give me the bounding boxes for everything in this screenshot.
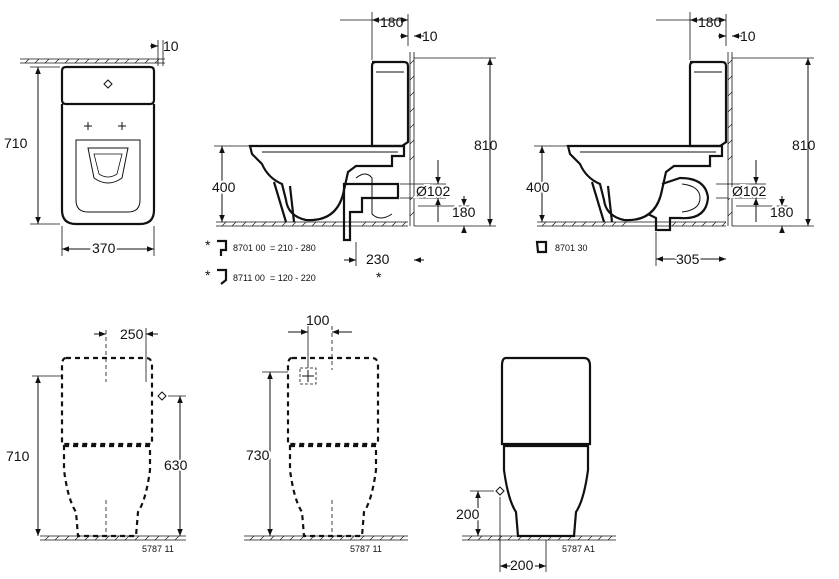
front-1-offset-label: 250 xyxy=(120,326,144,342)
side-a-height-label: 810 xyxy=(474,137,498,153)
fitting-1-range: = 210 - 280 xyxy=(270,243,316,253)
front-3-supply-height-label: 200 xyxy=(456,506,480,522)
outlet-pipe xyxy=(342,182,400,242)
front-view-3: 200 200 5787 A1 xyxy=(454,356,616,575)
side-a-tank-offset-label: 180 xyxy=(380,14,404,30)
bowl-opening xyxy=(87,147,129,184)
top-depth-label: 710 xyxy=(4,135,28,151)
tank-front-3 xyxy=(500,356,592,446)
supply-connection-icon-2 xyxy=(299,367,317,385)
front-3-supply-offset-label: 200 xyxy=(510,557,534,573)
side-b-outlet-distance-label: 305 xyxy=(676,251,700,267)
front-view-1: 250 710 630 5787 11 xyxy=(4,326,190,554)
tank-outline xyxy=(60,65,156,106)
supply-connection-icon-3 xyxy=(495,486,505,496)
front-2-height-label: 730 xyxy=(246,447,270,463)
bowl-front-1 xyxy=(62,444,152,538)
tank-front-2 xyxy=(286,356,380,446)
fitting-1-code: 8701 00 xyxy=(233,243,266,253)
fitting-1-marker: * xyxy=(205,237,211,253)
front-2-offset-label: 100 xyxy=(306,312,330,328)
side-view-a: 180 10 810 400 Ø102 180 230 xyxy=(210,12,498,267)
fitting-2-icon xyxy=(217,268,228,285)
supply-connection-icon xyxy=(157,391,167,401)
front-view-2: 100 730 5787 11 xyxy=(244,312,408,554)
bowl-opening-inner xyxy=(93,153,123,178)
side-a-wall-gap-label: 10 xyxy=(422,28,438,44)
bowl-outline xyxy=(60,104,156,226)
side-a-outlet-height-label: 180 xyxy=(452,204,476,220)
front-3-model-label: 5787 A1 xyxy=(562,544,595,554)
top-view: 710 370 10 xyxy=(4,38,179,258)
fitting-1-icon xyxy=(217,239,228,256)
tank-side-b xyxy=(688,60,728,148)
bowl-front-2 xyxy=(288,444,378,538)
flush-button-icon xyxy=(103,79,113,89)
fitting-icon-b xyxy=(535,240,548,254)
tank-front-1 xyxy=(60,356,154,446)
fitting-2-range: = 120 - 220 xyxy=(270,273,316,283)
side-b-tank-offset-label: 180 xyxy=(698,14,722,30)
footnote-marker: * xyxy=(376,269,382,285)
side-b-seat-height-label: 400 xyxy=(526,179,550,195)
front-1-height-label: 710 xyxy=(6,448,30,464)
outlet-pipe-b xyxy=(647,176,710,232)
tank-side xyxy=(370,60,410,148)
fitting-2-marker: * xyxy=(205,267,211,283)
side-view-b: 180 10 810 400 Ø102 180 305 8701 30 xyxy=(524,12,816,269)
side-a-outlet-distance-label: 230 xyxy=(366,251,390,267)
seat-outline xyxy=(75,139,141,213)
top-offset-label: 10 xyxy=(163,38,179,54)
side-a-outlet-diameter-label: Ø102 xyxy=(416,183,450,199)
fittings-legend: * 8701 00 = 210 - 280 * 8711 00 = 120 - … xyxy=(205,237,382,285)
front-1-supply-height-label: 630 xyxy=(164,457,188,473)
side-b-outlet-diameter-label: Ø102 xyxy=(732,183,766,199)
side-b-fitting-code: 8701 30 xyxy=(555,243,588,253)
top-width-label: 370 xyxy=(92,240,116,256)
fixing-points-icon xyxy=(84,122,126,130)
side-b-wall-gap-label: 10 xyxy=(740,28,756,44)
side-b-outlet-height-label: 180 xyxy=(770,204,794,220)
fitting-2-code: 8711 00 xyxy=(233,273,265,283)
side-a-seat-height-label: 400 xyxy=(212,179,236,195)
bowl-front-3 xyxy=(502,444,590,538)
side-b-height-label: 810 xyxy=(792,137,816,153)
front-2-model-label: 5787 11 xyxy=(350,544,382,554)
front-1-model-label: 5787 11 xyxy=(142,544,174,554)
